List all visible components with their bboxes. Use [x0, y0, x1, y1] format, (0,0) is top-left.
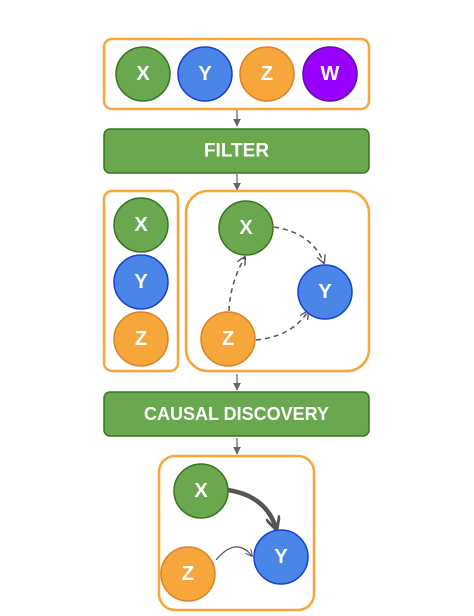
result-node-z-circle [160, 546, 216, 602]
input-node-w-label: W [321, 63, 340, 85]
candidate-node-y: Y [297, 264, 353, 320]
filtered-node-z: Z [113, 311, 169, 367]
result-edge-z-to-y [215, 546, 252, 561]
filter-label: FILTER [204, 141, 269, 162]
causal-discovery-bar [103, 391, 370, 437]
input-node-z-circle [239, 46, 295, 102]
candidate-node-y-circle [297, 264, 353, 320]
input-node-x-label: X [136, 63, 150, 85]
candidate-node-z-label: Z [222, 328, 234, 350]
filtered-variables-panel: X Y Z [102, 189, 180, 373]
filtered-node-y: Y [113, 254, 169, 310]
result-node-x: X [173, 463, 229, 519]
filtered-node-x-circle [113, 197, 169, 253]
result-edge-x-to-y [227, 487, 276, 528]
result-node-x-circle [173, 463, 229, 519]
result-graph-panel: X Y Z [157, 454, 316, 612]
result-node-z: Z [160, 546, 216, 602]
filtered-node-z-label: Z [135, 328, 147, 350]
filtered-node-y-circle [113, 254, 169, 310]
result-node-y-label: Y [274, 546, 288, 568]
filtered-node-z-circle [113, 311, 169, 367]
input-node-x: X [115, 46, 171, 102]
input-node-y: Y [177, 46, 233, 102]
result-node-z-label: Z [182, 563, 194, 585]
candidate-edge-z-to-y [255, 311, 308, 341]
input-node-x-circle [115, 46, 171, 102]
filtered-node-x: X [113, 197, 169, 253]
input-node-w-circle [302, 46, 358, 102]
candidate-edge-z-to-x [228, 257, 245, 312]
causal-discovery-label: CAUSAL DISCOVERY [144, 404, 329, 424]
filter-bar [103, 128, 370, 174]
filter-step: FILTER [103, 128, 370, 174]
candidate-edge-x-to-y [273, 226, 324, 263]
input-node-y-circle [177, 46, 233, 102]
input-variables-panel: X Y Z W [102, 37, 371, 111]
result-node-y: Y [253, 529, 309, 585]
causal-discovery-step: CAUSAL DISCOVERY [103, 391, 370, 437]
result-node-x-label: X [194, 480, 208, 502]
input-node-z-label: Z [261, 63, 273, 85]
result-node-y-circle [253, 529, 309, 585]
input-variables-panel-border [102, 37, 371, 111]
candidate-node-y-label: Y [318, 281, 332, 303]
input-node-y-label: Y [198, 63, 212, 85]
candidate-node-x-circle [218, 200, 274, 256]
candidate-node-z-circle [200, 311, 256, 367]
candidate-graph-panel: X Y Z [184, 189, 371, 373]
input-node-w: W [302, 46, 358, 102]
candidate-node-z: Z [200, 311, 256, 367]
input-node-z: Z [239, 46, 295, 102]
filtered-node-y-label: Y [134, 271, 148, 293]
candidate-node-x-label: X [239, 217, 253, 239]
filtered-node-x-label: X [134, 214, 148, 236]
candidate-node-x: X [218, 200, 274, 256]
